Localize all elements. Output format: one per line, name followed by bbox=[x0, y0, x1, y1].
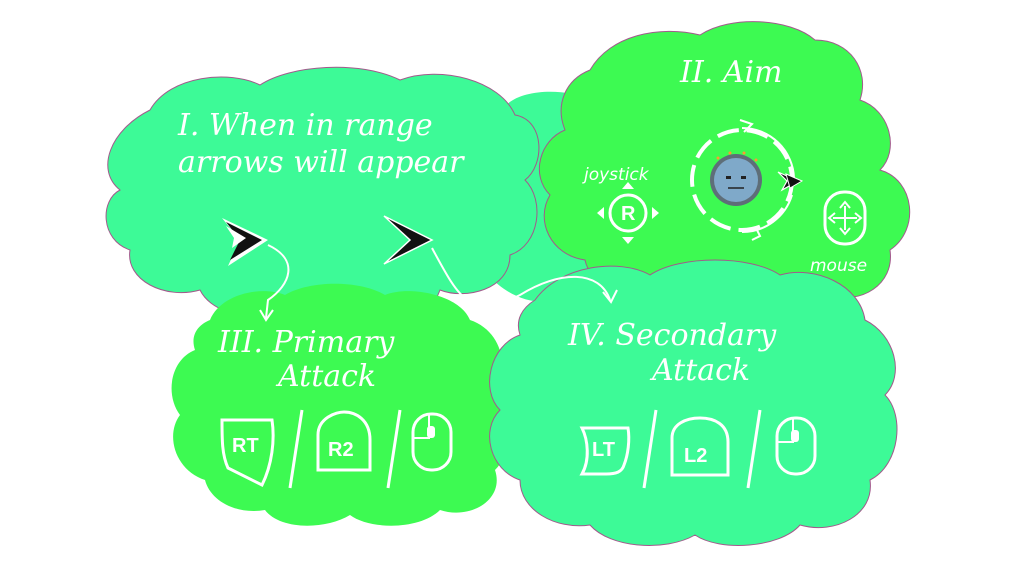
secondary-title-line2: Attack bbox=[649, 353, 750, 388]
cloud-primary bbox=[171, 283, 510, 526]
mouse-label: mouse bbox=[810, 256, 867, 276]
character-face-icon bbox=[710, 151, 762, 206]
joystick-icon: R bbox=[597, 182, 659, 244]
mouse-icon bbox=[823, 190, 867, 246]
separator bbox=[386, 409, 402, 489]
lt-label: LT bbox=[592, 439, 615, 461]
connector-arrow-head-secondary bbox=[602, 289, 618, 304]
range-title-line1: I. When in range bbox=[177, 108, 433, 143]
connector-range-secondary bbox=[431, 247, 611, 307]
aim-circle bbox=[690, 119, 795, 241]
mouse-left-click-icon bbox=[411, 412, 453, 472]
r2-button-icon: R2 bbox=[316, 410, 372, 472]
range-title-line2: arrows will appear bbox=[178, 145, 465, 180]
connector-range-primary bbox=[265, 244, 290, 319]
primary-title-line2: Attack bbox=[275, 359, 376, 394]
separator bbox=[642, 409, 658, 489]
double-chevron-arrow-icon bbox=[222, 218, 268, 266]
connector-arrow-head-primary bbox=[259, 309, 274, 322]
mouse-right-click-icon bbox=[775, 416, 817, 476]
joystick-letter: R bbox=[621, 203, 636, 225]
secondary-title-line1: IV. Secondary bbox=[567, 318, 777, 353]
rt-label: RT bbox=[232, 435, 259, 457]
l2-label: L2 bbox=[684, 445, 707, 467]
separator bbox=[288, 409, 304, 489]
aim-title: II. Aim bbox=[679, 55, 782, 90]
joystick-label: joystick bbox=[582, 165, 650, 185]
aim-direction-icon bbox=[777, 171, 804, 192]
l2-button-icon: L2 bbox=[670, 416, 730, 477]
separator bbox=[746, 409, 762, 489]
chevron-arrow-icon bbox=[383, 215, 434, 265]
lt-trigger-icon: LT bbox=[579, 426, 631, 476]
r2-label: R2 bbox=[328, 439, 354, 461]
rt-trigger-icon: RT bbox=[220, 418, 275, 488]
primary-title-line1: III. Primary bbox=[217, 325, 395, 360]
cloud-secondary bbox=[489, 259, 898, 546]
